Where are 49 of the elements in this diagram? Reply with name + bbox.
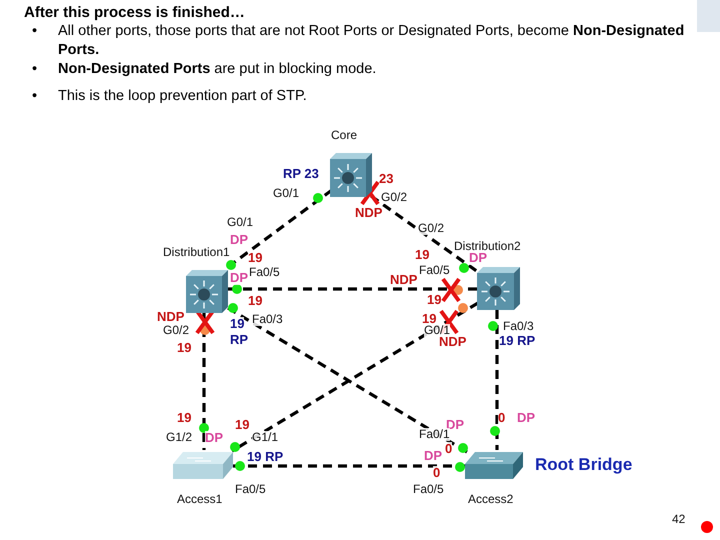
port-name-label: Fa0/5 [413, 483, 444, 496]
device-name: Core [331, 128, 358, 142]
path-cost-label: 19 [177, 341, 192, 356]
path-cost-label: 0 [445, 442, 452, 456]
port-name-label: G0/2 [418, 222, 444, 236]
root-port-label: 19 RP [499, 334, 536, 348]
heading: After this process is finished… [24, 4, 245, 21]
port-name-label: G0/1 [424, 324, 450, 338]
bullet-text: Non-Designated Ports are put in blocking mode. [58, 61, 376, 77]
root-port-label: 19 [230, 317, 244, 332]
port-name-label: G0/2 [163, 324, 190, 338]
path-cost-label: 19 [177, 411, 192, 426]
designated-port-label: DP [469, 251, 488, 266]
bullet-marker: • [32, 22, 38, 41]
port-name-label: G0/1 [273, 187, 300, 200]
bullet-text: This is the loop prevention part of STP. [58, 88, 307, 104]
path-cost-label: 0 [498, 411, 506, 426]
port-name-label: Fa0/5 [249, 266, 280, 280]
port-name-label: G1/2 [166, 431, 192, 444]
device-name: Distribution1 [163, 245, 230, 259]
port-name-label: G1/1 [252, 431, 278, 444]
port-name-label: Fa0/1 [419, 428, 450, 442]
path-cost-label: 19 [415, 248, 430, 262]
path-cost-label: 23 [379, 172, 394, 186]
path-cost-label: 19 [235, 418, 250, 432]
network-link [228, 287, 477, 291]
port-name-label: Fa0/5 [235, 483, 266, 496]
path-cost-label: 0 [433, 466, 440, 480]
root-port-label: RP 23 [283, 167, 319, 182]
root-port-label: 19 RP [247, 450, 284, 464]
bullet-marker: • [32, 87, 38, 106]
network-link [202, 313, 206, 450]
path-cost-label: 19 [248, 251, 262, 266]
bullet-text: All other ports, those ports that are not Root Ports or Designated Ports, become Non-Designated Ports. [58, 23, 684, 58]
port-name-label: G0/2 [381, 191, 408, 204]
root-bridge-label: Root Bridge [535, 455, 632, 475]
device-name: Distribution2 [454, 239, 521, 253]
designated-port-label: DP [230, 271, 248, 286]
network-link [370, 194, 479, 274]
port-name-label: G0/1 [227, 216, 254, 230]
device-name: Access2 [468, 492, 514, 506]
network-link [495, 310, 499, 450]
device-name: Access1 [177, 492, 222, 506]
port-name-label: Fa0/5 [419, 264, 450, 278]
path-cost-label: 19 [248, 294, 262, 308]
port-name-label: Fa0/3 [503, 320, 534, 334]
port-name-label: Fa0/3 [252, 313, 283, 326]
bullet-marker: • [32, 60, 38, 79]
path-cost-label: 19 [427, 293, 442, 308]
